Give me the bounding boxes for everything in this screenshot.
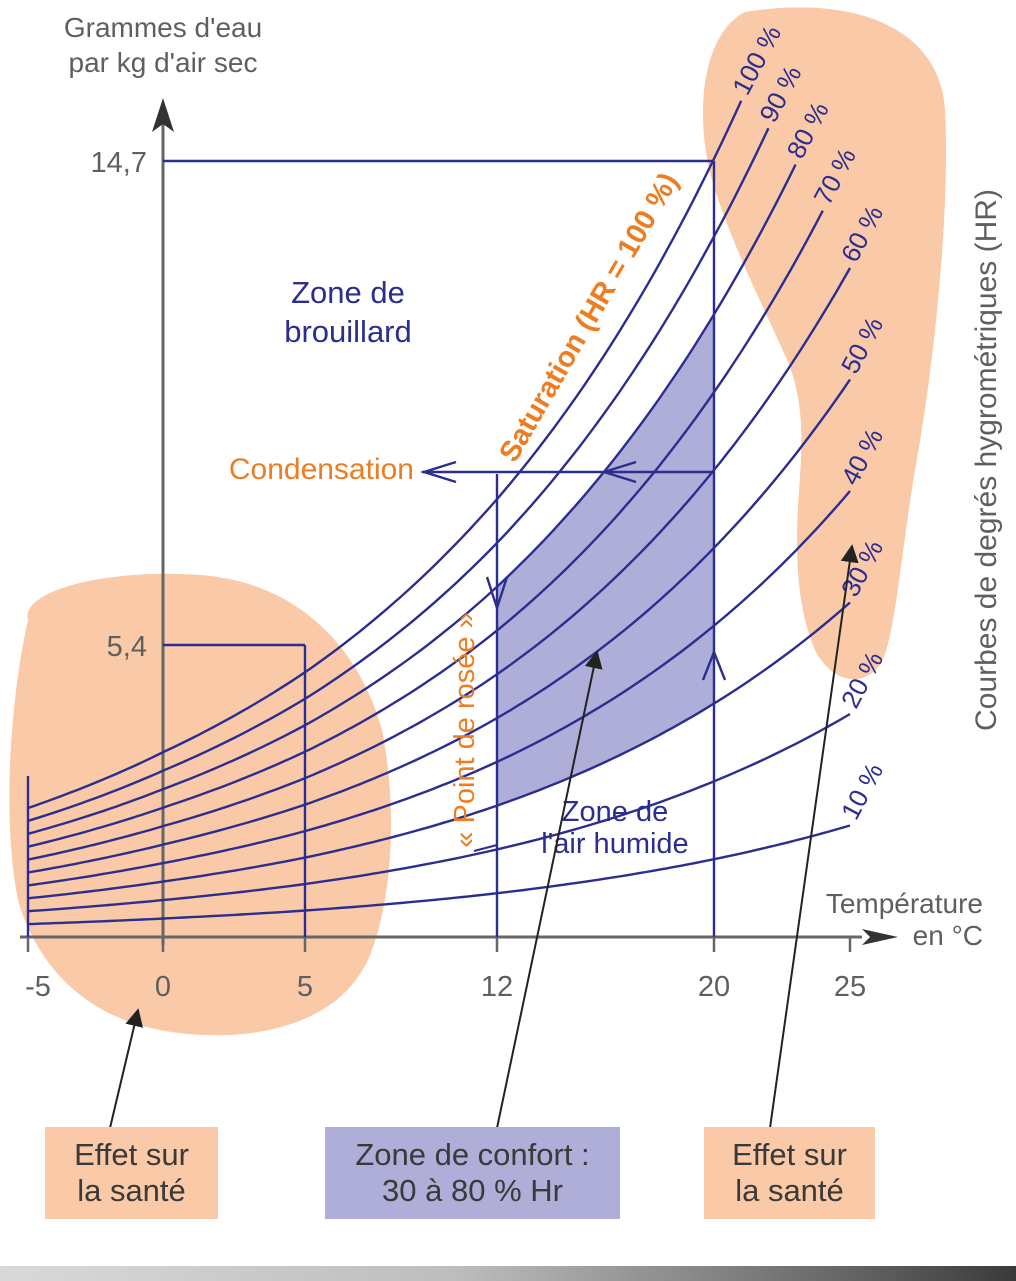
y-tick-14-7: 14,7: [91, 147, 147, 179]
pointer-health-left: [109, 1008, 144, 1129]
rh-curve-70: [27, 210, 824, 848]
pointer-health-right: [769, 544, 859, 1129]
comfort-zone-box: Zone de confort : 30 à 80 % Hr: [325, 1127, 620, 1219]
rh-curve-90: [27, 127, 770, 823]
x-axis-title-line2: en °C: [913, 920, 983, 951]
x-tick-label-5: 25: [834, 971, 866, 1003]
arrow-left-to-condensation: [419, 460, 457, 484]
fog-zone-line2: brouillard: [284, 314, 412, 349]
y-tick-5-4: 5,4: [107, 631, 147, 663]
x-tick-label-0: -5: [25, 971, 51, 1003]
health-effect-right-line2: la santé: [735, 1173, 844, 1208]
rh-curve-20: [27, 712, 851, 913]
humid-air-line2: l'air humide: [541, 828, 688, 860]
humid-air-line1: Zone de: [562, 796, 668, 828]
rh-curve-50: [27, 378, 851, 874]
x-tick-label-2: 5: [297, 971, 313, 1003]
rh-curve-100: [27, 100, 743, 810]
x-axis-title-line1: Température: [826, 888, 983, 919]
rh-curve-10: [27, 824, 851, 926]
rh-curve-80: [27, 163, 797, 835]
health-effect-left-line2: la santé: [77, 1173, 186, 1208]
rh-curve-40: [27, 490, 851, 887]
bottom-bar: [0, 1266, 1016, 1281]
rh-curves-title: Courbes de degrés hygrométriques (HR): [970, 189, 1003, 731]
dew-point-leader: [473, 844, 498, 852]
rh-curve-30: [27, 601, 851, 900]
y-axis-arrow: [152, 98, 174, 132]
x-ticks: [26, 937, 852, 952]
rh-curves: [27, 100, 852, 926]
x-tick-labels: -5 0 5 12 20 25: [25, 971, 866, 1003]
health-zone-hot: [702, 7, 946, 680]
pointer-comfort: [496, 650, 603, 1129]
fog-zone-line1: Zone de: [291, 275, 405, 310]
health-effect-box-right: Effet sur la santé: [704, 1127, 875, 1219]
rh-curve-60: [27, 267, 852, 861]
x-tick-label-1: 0: [155, 971, 171, 1003]
health-zone-cold: [9, 573, 392, 1036]
dew-point-label: « Point de rosée »: [449, 612, 481, 847]
arrow-up-on-20: [701, 648, 727, 681]
rh-label-10: 10 %: [835, 758, 889, 824]
comfort-box-line1: Zone de confort :: [355, 1137, 590, 1172]
y-axis-title-line1: Grammes d'eau: [64, 12, 262, 43]
comfort-box-line2: 30 à 80 % Hr: [382, 1173, 563, 1208]
y-axis-title-line2: par kg d'air sec: [69, 47, 258, 78]
health-effect-right-line1: Effet sur: [732, 1137, 847, 1172]
arrow-down-on-12: [485, 576, 509, 612]
x-tick-label-3: 12: [481, 971, 513, 1003]
health-effect-left-line1: Effet sur: [74, 1137, 189, 1172]
x-axis-arrow: [862, 929, 898, 945]
condensation-label: Condensation: [229, 453, 414, 486]
health-effect-box-left: Effet sur la santé: [45, 1127, 218, 1219]
x-tick-label-4: 20: [698, 971, 730, 1003]
